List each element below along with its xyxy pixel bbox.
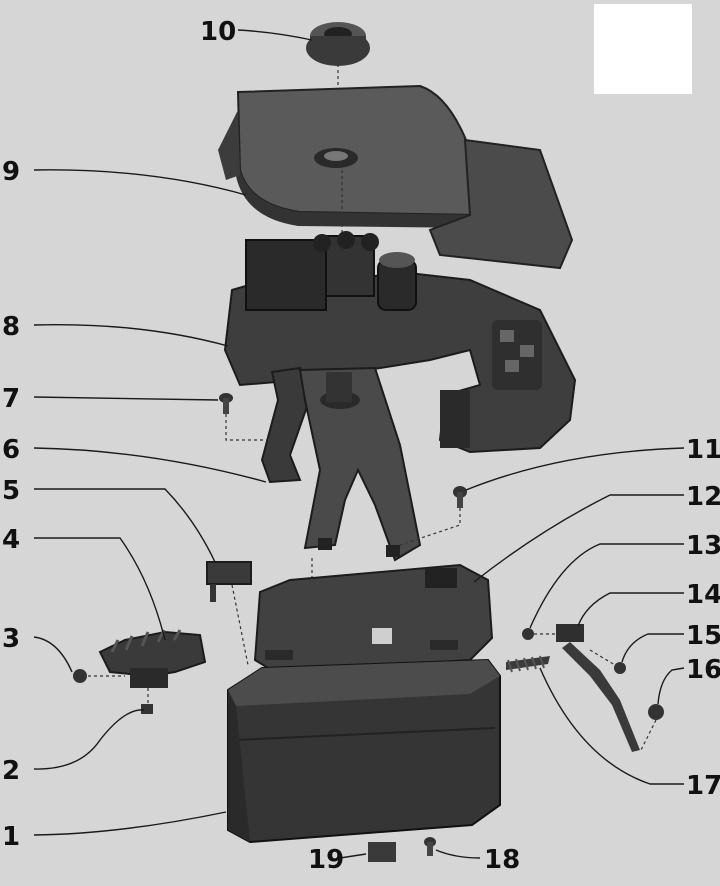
leader-11 (465, 447, 685, 491)
leader-17 (539, 667, 684, 785)
leader-3 (33, 636, 73, 673)
callout-13: 13 (686, 531, 720, 561)
callout-10: 10 (200, 17, 236, 47)
blank-white-patch (594, 4, 692, 94)
part-12-top-cover (253, 563, 494, 674)
leader-5 (34, 488, 216, 563)
callout-3: 3 (2, 624, 20, 654)
callout-19: 19 (308, 845, 344, 875)
part-14-clamp (556, 624, 640, 752)
callout-4: 4 (2, 525, 20, 555)
callout-14: 14 (686, 580, 720, 610)
part-6-bracket (260, 366, 422, 562)
callout-11: 11 (686, 435, 720, 465)
part-1-battery (227, 658, 501, 844)
callout-6: 6 (2, 435, 20, 465)
leader-1 (33, 811, 227, 836)
callout-labels: 1 2 3 4 5 6 7 8 9 10 11 12 13 14 15 16 1… (2, 17, 720, 875)
callout-18: 18 (484, 845, 520, 875)
part-13-nut (522, 628, 534, 640)
part-16-nut (648, 704, 664, 720)
part-8-box (223, 231, 577, 454)
leader-18 (435, 849, 481, 859)
leader-7 (33, 396, 219, 401)
leader-6 (33, 447, 267, 483)
axis-15-14 (589, 649, 616, 666)
leader-lines (33, 29, 685, 859)
part-2-bolt (141, 704, 153, 714)
part-9-cover (218, 84, 574, 270)
part-19-clip (368, 842, 396, 862)
part-17-cable (506, 655, 550, 673)
callout-16: 16 (686, 655, 720, 685)
callout-2: 2 (2, 756, 20, 786)
part-15-screw (614, 662, 626, 674)
leader-2 (33, 709, 145, 770)
part-7-screw (219, 393, 233, 414)
callout-9: 9 (2, 157, 20, 187)
callout-17: 17 (686, 771, 720, 801)
leader-15 (621, 633, 684, 663)
axis-5-1 (231, 584, 249, 666)
part-18-screw (424, 837, 436, 856)
leader-14 (577, 592, 684, 627)
part-5-plate (206, 561, 252, 602)
part-11-screw (453, 486, 467, 508)
callout-12: 12 (686, 482, 720, 512)
leader-10 (237, 29, 313, 41)
part-3-nut (73, 669, 87, 683)
callout-5: 5 (2, 476, 20, 506)
part-10-cap (306, 22, 370, 66)
part-4-terminal (98, 629, 207, 688)
callout-15: 15 (686, 621, 720, 651)
leader-12 (473, 494, 684, 583)
callout-8: 8 (2, 312, 20, 342)
axis-16-14 (639, 719, 657, 753)
leader-9 (33, 169, 247, 196)
callout-1: 1 (2, 822, 20, 852)
leader-13 (529, 543, 684, 629)
leader-19 (339, 853, 367, 859)
leader-16 (657, 667, 685, 705)
leader-4 (34, 537, 166, 641)
axis-7-6 (225, 414, 270, 441)
callout-7: 7 (2, 384, 20, 414)
leader-8 (33, 323, 229, 347)
